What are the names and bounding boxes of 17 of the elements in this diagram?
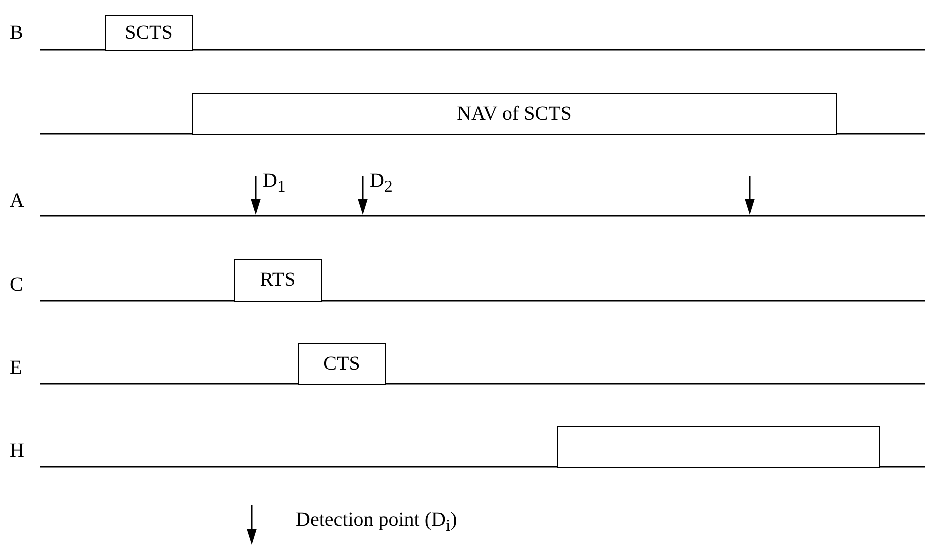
empty-box bbox=[557, 426, 880, 468]
frame-label: SCTS bbox=[125, 22, 173, 44]
row-label: E bbox=[10, 357, 22, 379]
row-label: B bbox=[10, 22, 24, 44]
signal-frame bbox=[105, 15, 193, 51]
frame-label: CTS bbox=[324, 352, 360, 376]
frame-label: RTS bbox=[260, 269, 296, 292]
detection-label: D$_{1}$ bbox=[263, 170, 286, 198]
frame-label: NAV of SCTS bbox=[457, 102, 572, 126]
row-label: H bbox=[10, 440, 24, 462]
signal-frame bbox=[234, 259, 322, 302]
detection-label: D$_{2}$ bbox=[370, 170, 393, 198]
legend-label: Detection point (D$_{i}$) bbox=[296, 509, 458, 537]
signal-frame bbox=[298, 343, 386, 385]
row-label: C bbox=[10, 274, 24, 296]
signal-frame bbox=[192, 93, 837, 135]
row-label: A bbox=[10, 190, 24, 212]
